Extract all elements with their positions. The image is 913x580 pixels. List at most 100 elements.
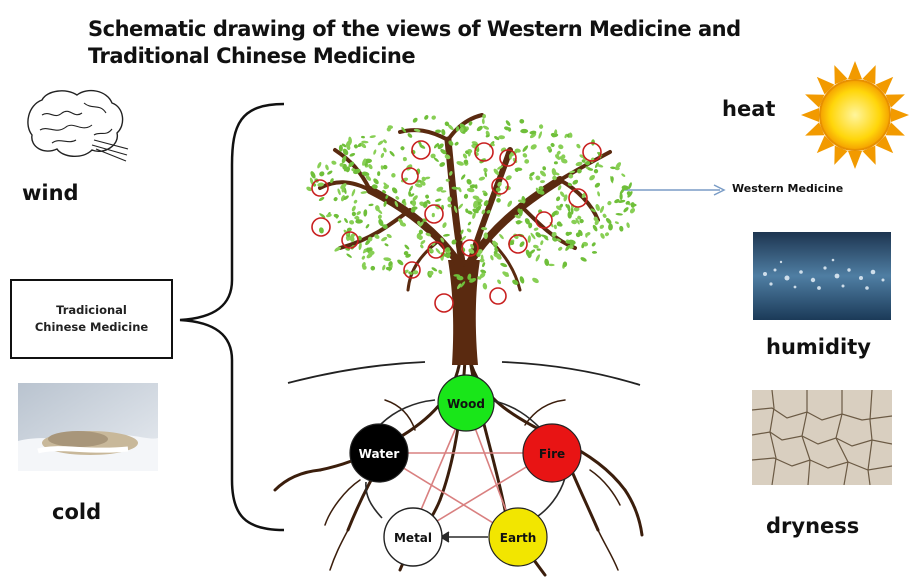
leaf — [529, 171, 535, 177]
element-water: Water — [349, 423, 409, 483]
leaf — [468, 248, 475, 254]
leaf — [591, 242, 596, 247]
leaf — [338, 144, 343, 152]
leaf — [474, 184, 478, 189]
leaf — [572, 179, 579, 185]
heat-label: heat — [722, 97, 776, 121]
leaf — [494, 247, 499, 252]
leaf — [360, 191, 368, 194]
leaf — [610, 176, 614, 183]
leaf — [331, 160, 337, 165]
leaf — [343, 195, 349, 200]
leaf — [340, 183, 347, 189]
leaf — [567, 211, 572, 219]
leaf — [514, 214, 521, 219]
tree-trunk — [448, 260, 480, 365]
leaf — [480, 269, 487, 274]
red-circle-markers — [311, 140, 602, 313]
leaf — [486, 209, 491, 214]
leaf — [555, 154, 560, 159]
element-earth-label: Earth — [500, 531, 537, 545]
leaf — [614, 199, 620, 204]
leaf — [360, 142, 367, 149]
leaf — [424, 176, 431, 180]
leaf — [494, 136, 500, 141]
sun-ray — [816, 76, 835, 95]
leaf — [334, 246, 342, 252]
element-fire: Fire — [522, 423, 582, 483]
leaf — [476, 125, 483, 132]
leaf — [515, 220, 522, 225]
leaf — [387, 125, 393, 130]
leaf — [495, 187, 501, 192]
leaf — [350, 235, 355, 243]
leaf — [552, 175, 557, 181]
leaf — [407, 133, 413, 138]
leaf — [498, 135, 505, 140]
leaf — [576, 143, 581, 149]
leaf — [479, 258, 485, 263]
leaf — [504, 126, 510, 131]
leaf — [589, 174, 595, 181]
leaf — [361, 255, 366, 260]
leaf — [377, 140, 384, 146]
leaf — [458, 203, 464, 210]
leaf — [561, 158, 568, 164]
cold-label: cold — [52, 500, 102, 524]
leaf — [581, 159, 586, 163]
leaf — [587, 168, 594, 171]
leaf — [460, 235, 467, 242]
leaf — [451, 239, 457, 245]
leaf — [463, 193, 469, 199]
leaf — [553, 224, 557, 230]
leaf — [473, 200, 478, 209]
leaf — [401, 127, 407, 133]
leaf — [505, 175, 512, 181]
leaf — [614, 221, 619, 225]
leaf — [558, 144, 564, 150]
leaf — [384, 243, 389, 247]
western-pointer-arrow — [622, 184, 726, 196]
leaf — [444, 154, 451, 160]
leaf — [599, 224, 605, 229]
leaf — [579, 218, 584, 224]
leaf — [361, 262, 366, 268]
leaf — [317, 161, 322, 169]
sun-icon — [801, 61, 909, 169]
leaf — [621, 185, 629, 191]
leaf — [499, 234, 504, 240]
leaf — [496, 198, 501, 203]
leaf — [418, 221, 424, 227]
leaf — [472, 195, 480, 200]
leaf — [615, 213, 623, 216]
leaf — [522, 153, 528, 158]
element-fire-label: Fire — [539, 447, 565, 461]
dryness-label: dryness — [766, 514, 860, 538]
element-earth: Earth — [488, 507, 548, 567]
leaf — [530, 232, 536, 240]
leaf — [619, 225, 624, 232]
leaf — [481, 118, 485, 125]
leaf — [457, 283, 462, 290]
leaf — [456, 275, 464, 281]
leaf — [414, 183, 423, 188]
leaf — [512, 279, 519, 285]
leaf — [358, 242, 362, 251]
leaf — [394, 201, 399, 207]
leaf — [517, 199, 526, 204]
leaf — [402, 157, 407, 162]
leaf — [469, 278, 477, 283]
leaf — [431, 115, 436, 120]
tcm-label-line-2: Chinese Medicine — [34, 320, 149, 334]
leaf — [344, 217, 348, 224]
leaf — [529, 176, 533, 181]
leaf — [361, 135, 365, 139]
leaf — [610, 166, 616, 170]
leaf — [607, 201, 612, 206]
leaf — [551, 210, 557, 218]
leaf — [418, 229, 424, 235]
leaf — [559, 156, 564, 160]
leaf — [595, 204, 600, 211]
leaf — [330, 178, 334, 184]
sun-ray — [834, 145, 848, 165]
